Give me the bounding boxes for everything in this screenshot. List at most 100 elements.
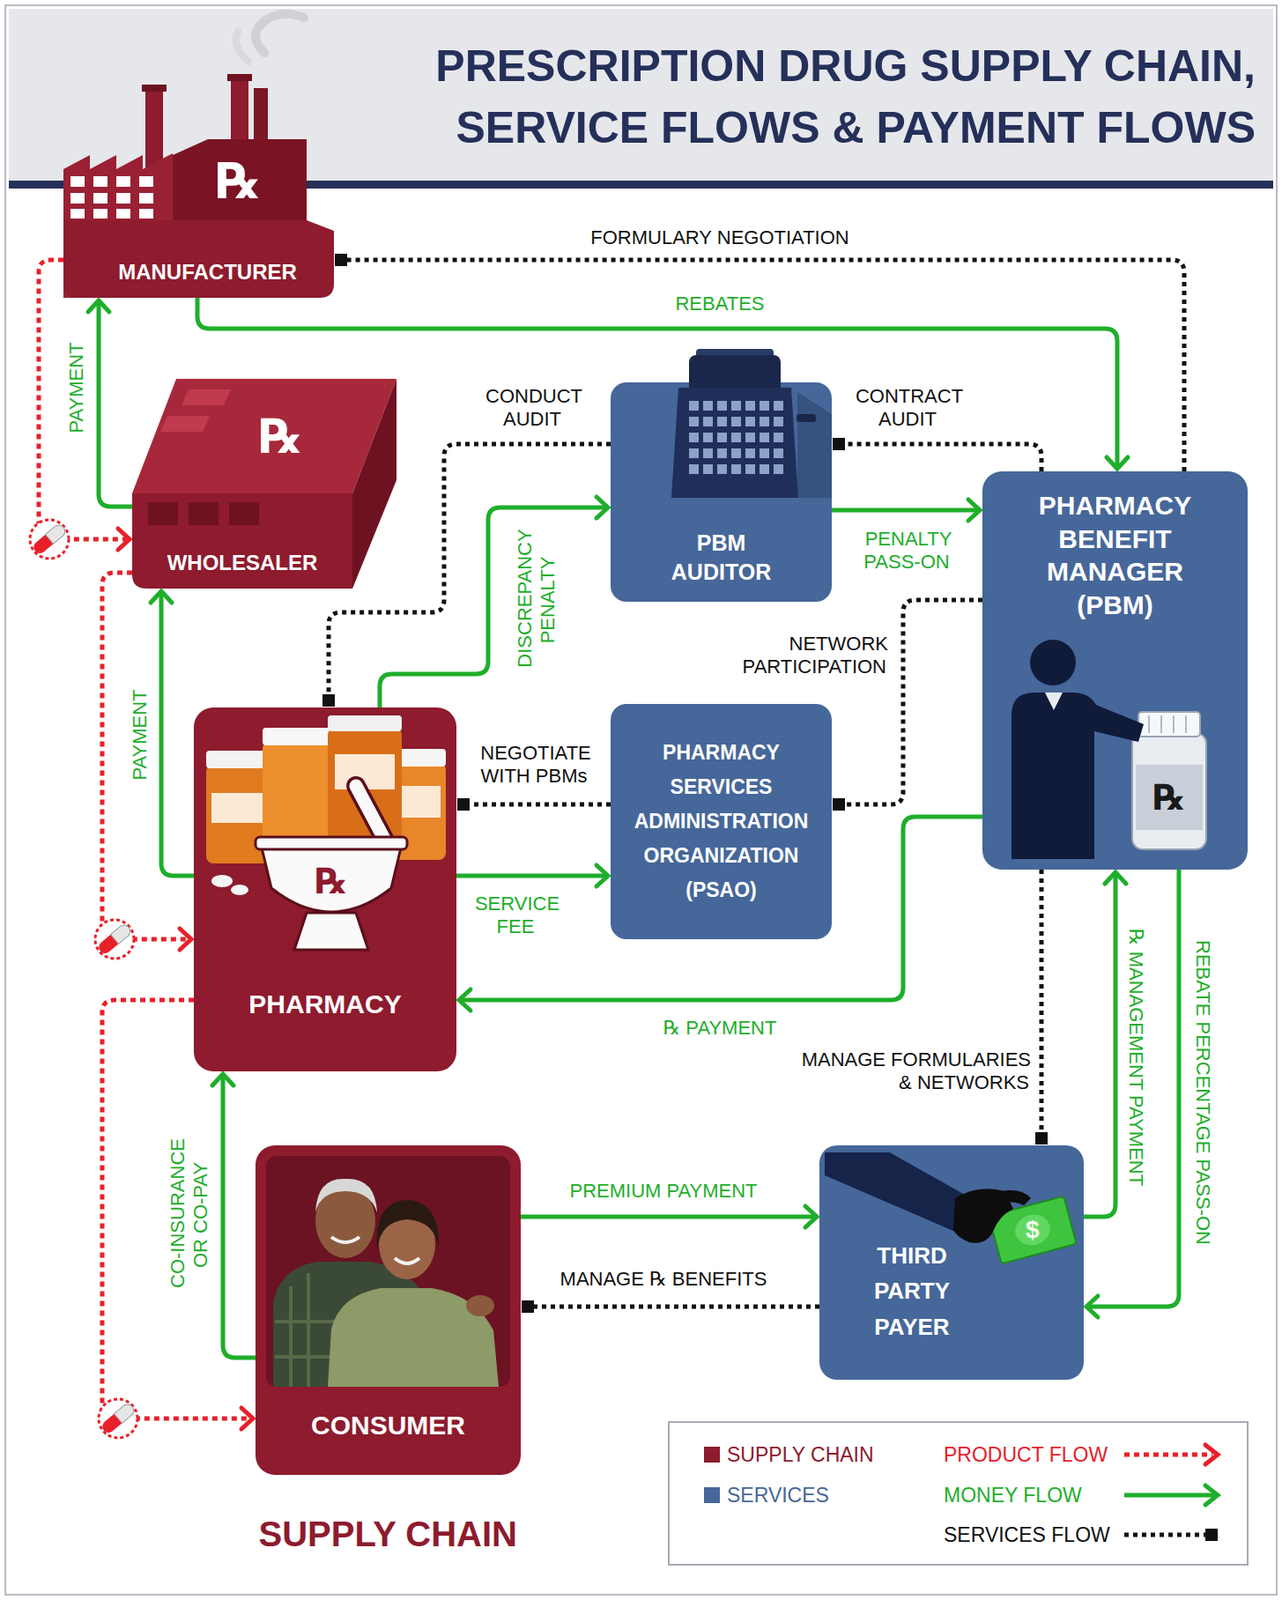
rx-symbol: ℞ — [315, 861, 348, 901]
factory-icon — [116, 176, 131, 187]
money-flow-arrow — [379, 496, 608, 708]
edge-label-box: NEGOTIATE WITH PBMs — [468, 741, 601, 788]
legend-box — [1124, 1533, 1206, 1538]
node-label: THIRD PARTY PAYER — [863, 1237, 961, 1345]
product-pill — [29, 519, 69, 559]
warehouse-icon — [132, 493, 353, 589]
product-pill — [45, 522, 68, 544]
pbm-person-icon — [1030, 639, 1076, 686]
arrowhead — [88, 300, 110, 312]
connector-line — [1087, 869, 1179, 1307]
edge-label-box: NETWORK PARTICIPATION — [711, 632, 889, 679]
legend-label: SUPPLY CHAIN — [726, 1442, 875, 1468]
edge-label: NETWORK PARTICIPATION — [742, 632, 889, 678]
edge-label-box: PENALTY PASS-ON — [854, 527, 961, 574]
pbm-person-icon — [1044, 692, 1063, 711]
legend-box — [1124, 1493, 1216, 1498]
factory-icon — [141, 84, 167, 92]
factory-icon — [70, 192, 85, 204]
arrowhead — [1086, 1296, 1098, 1318]
connector-line — [379, 507, 608, 708]
consumer-photo — [377, 1200, 439, 1250]
warehouse-icon — [148, 502, 178, 526]
arrowhead — [596, 496, 608, 519]
money-flow-arrow — [150, 591, 194, 876]
edge-label-box: ℞ PAYMENT — [587, 1016, 853, 1040]
consumer-photo — [466, 1295, 495, 1317]
edge-label-box: MANAGE FORMULARIES & NETWORKS — [784, 1048, 1031, 1095]
factory-icon — [172, 139, 307, 230]
pharmacy-icon — [260, 844, 402, 912]
connector-line — [102, 572, 188, 940]
pharmacy-icon — [206, 750, 270, 769]
edge-label: CONTRACT AUDIT — [853, 385, 964, 430]
pbm-person-icon — [1138, 711, 1201, 737]
smoke — [236, 31, 249, 62]
services-marker — [832, 437, 845, 451]
edge-label: REBATES — [673, 292, 766, 315]
edge-label: ℞ MANAGEMENT PAYMENT — [1125, 926, 1148, 1188]
payer-hand-icon — [824, 1152, 971, 1232]
consumer-photo — [266, 1156, 511, 1387]
payer-hand-icon — [1000, 1190, 1031, 1206]
edge-label-box: REBATES — [587, 292, 853, 316]
services-flow-connector — [832, 600, 983, 811]
connector-line — [38, 259, 126, 540]
money-flow-arrow — [88, 300, 133, 507]
calculator-icon — [689, 400, 784, 480]
edge-label: DISCREPANCY PENALTY — [513, 528, 559, 669]
pharmacy-icon — [355, 785, 385, 839]
node-label: CONSUMER — [311, 1409, 466, 1442]
factory-icon — [116, 192, 131, 204]
factory-icon — [139, 192, 154, 204]
factory-icon — [139, 176, 154, 187]
pharmacy-icon — [327, 715, 402, 732]
services-marker — [322, 694, 335, 707]
pbm-person-icon — [1011, 639, 1207, 860]
connector-line — [222, 1074, 256, 1358]
services-marker — [1035, 1132, 1048, 1145]
edge-label-box: DISCREPANCY PENALTY — [513, 519, 560, 679]
arrowhead — [241, 1407, 253, 1430]
services-flow-connector — [832, 437, 1042, 472]
legend-box — [1124, 1452, 1213, 1458]
consumer-photo — [306, 1273, 311, 1387]
connector-line — [533, 1304, 820, 1310]
pbm-person-icon — [1160, 715, 1163, 734]
services-marker — [521, 1300, 534, 1313]
product-pill — [96, 922, 133, 956]
calculator-icon — [797, 392, 832, 498]
consumer-photo — [274, 1319, 335, 1324]
product-pill — [98, 1399, 138, 1438]
arrowhead — [596, 865, 608, 887]
factory-icon — [63, 74, 334, 298]
node-label: PBM AUDITOR — [655, 528, 788, 586]
factory-icon — [93, 208, 108, 219]
pbm-person-icon — [1011, 692, 1144, 860]
legend-box — [1205, 1445, 1218, 1465]
factory-icon — [139, 208, 154, 219]
product-pill — [111, 922, 134, 944]
money-flow-arrow — [1083, 872, 1127, 1217]
node-label: MANUFACTURER — [118, 259, 297, 286]
edge-label-box: CONTRACT AUDIT — [846, 385, 971, 431]
pharmacy-icon — [262, 727, 335, 746]
edge-label-box: FORMULARY NEGOTIATION — [543, 226, 897, 250]
money-flow-arrow — [456, 865, 608, 887]
consumer-photo — [289, 1286, 293, 1387]
connector-line — [831, 508, 979, 513]
warehouse-icon — [132, 378, 397, 494]
factory-icon — [93, 192, 108, 204]
warehouse-icon — [352, 378, 397, 589]
calculator-icon — [671, 348, 832, 498]
consumer-photo — [331, 1237, 360, 1243]
pbm-person-icon — [1132, 733, 1207, 850]
product-pill — [99, 1401, 136, 1436]
arrowhead — [179, 928, 192, 950]
connector-line — [1039, 869, 1045, 1134]
pharmacy-icon — [211, 792, 265, 823]
pharmacy-icon — [327, 727, 402, 843]
pharmacy-icon — [255, 837, 408, 850]
connector-line — [520, 1215, 816, 1220]
warehouse-icon — [132, 378, 397, 589]
